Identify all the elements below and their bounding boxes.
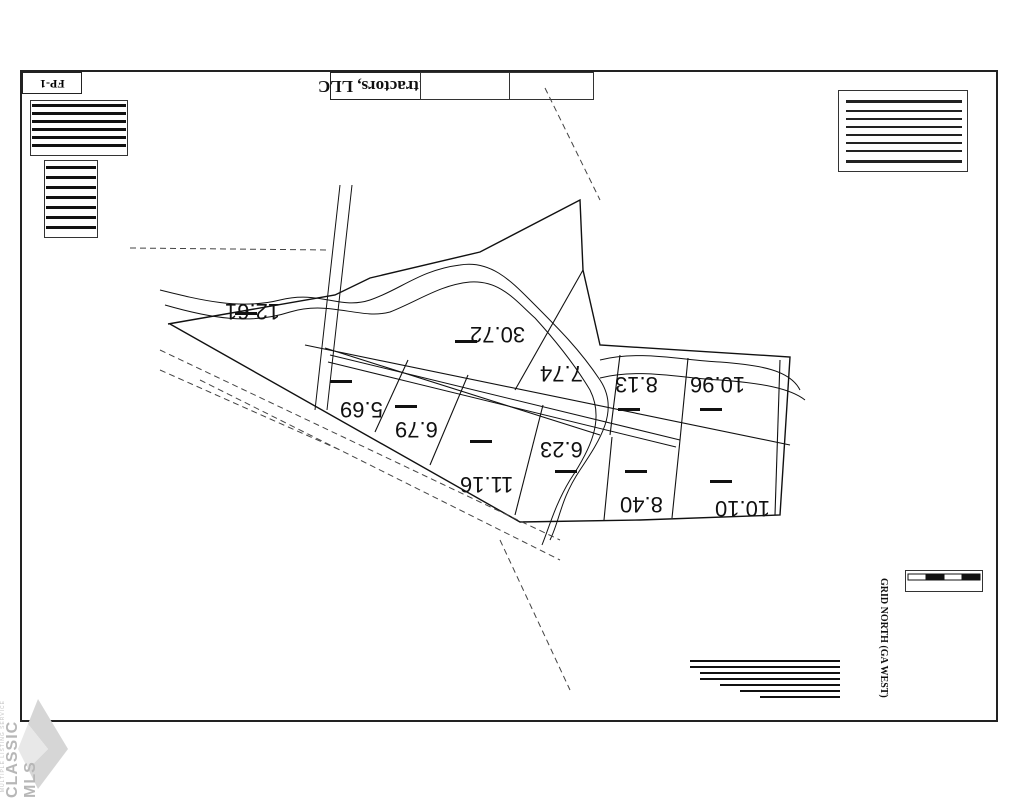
lot-area-label: 6.79 <box>395 417 438 442</box>
sheet-number: FP-1 <box>22 72 82 94</box>
line-table-rows <box>46 166 96 229</box>
lot-area-label: 8.13 <box>615 372 658 397</box>
lot-area-label: 5.69 <box>340 397 383 422</box>
lot-area-label: 6.23 <box>540 437 583 462</box>
property-boundary <box>167 198 791 523</box>
lot-area-label: 10.10 <box>715 496 771 521</box>
lot-annotations <box>235 312 732 483</box>
watermark-subtitle: MULTIPLE LISTING SERVICE <box>0 700 6 793</box>
lot-area-label: 11.16 <box>460 472 514 497</box>
date-block <box>420 72 510 100</box>
watermark-brand: CLASSIC MLS <box>4 720 39 798</box>
plat-sheet <box>20 70 998 722</box>
lot-area-label: 8.40 <box>620 492 663 517</box>
lot-area-label: 10.96 <box>690 372 746 397</box>
curve-table-rows <box>32 104 126 147</box>
lot-area-label: 30.72 <box>470 322 526 347</box>
certification-text <box>846 100 962 163</box>
creek-lines <box>159 263 806 546</box>
lot-area-label: 12.61 <box>225 299 281 324</box>
notes-text <box>690 660 840 698</box>
certification-block <box>838 90 968 172</box>
graphic-scale-bars <box>907 573 981 581</box>
easement-lines <box>129 87 601 691</box>
lot-lines <box>304 269 791 521</box>
road <box>314 184 681 448</box>
lot-area-label: 7.74 <box>540 361 583 386</box>
grid-north-label: GRID NORTH (GA WEST) <box>878 578 889 698</box>
classic-mls-logo <box>18 699 68 789</box>
